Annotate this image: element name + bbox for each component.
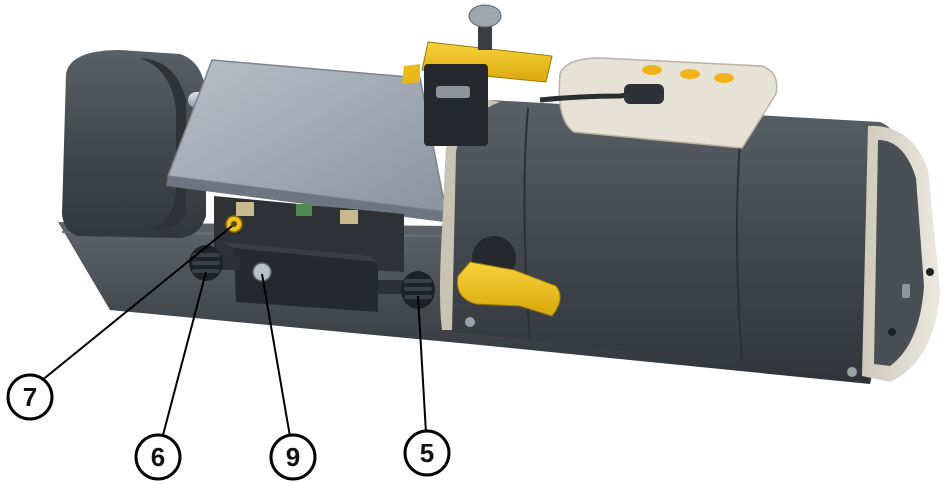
right-knob-shaft bbox=[378, 280, 408, 294]
callout-7-label: 7 bbox=[23, 382, 37, 412]
left-knob-grip-3 bbox=[192, 269, 220, 273]
left-end-block bbox=[62, 50, 206, 238]
callout-9: 9 bbox=[269, 433, 317, 481]
top-adjuster-knob[interactable] bbox=[468, 4, 502, 28]
right-knob-grip-1 bbox=[404, 279, 432, 283]
leader-line-7 bbox=[29, 225, 233, 391]
yellow-port-center bbox=[231, 221, 237, 227]
end-cap-usb bbox=[902, 284, 910, 298]
callout-9-label: 9 bbox=[286, 442, 300, 472]
carriage-green-part bbox=[296, 204, 312, 216]
right-knob[interactable] bbox=[378, 271, 435, 309]
callout-5: 5 bbox=[403, 429, 451, 477]
callout-7: 7 bbox=[6, 373, 54, 421]
carriage-screw[interactable] bbox=[252, 262, 272, 282]
leader-line-9 bbox=[261, 273, 294, 455]
carriage-front-block bbox=[234, 248, 378, 312]
left-knob-grip-2 bbox=[192, 261, 220, 265]
end-cap-port-2 bbox=[888, 328, 896, 336]
lock-lever-icon[interactable] bbox=[456, 261, 561, 317]
left-end-block-face bbox=[140, 58, 186, 230]
carriage-tan-block-1 bbox=[236, 202, 254, 216]
sample-plate-edge bbox=[166, 176, 446, 222]
leader-line-5 bbox=[417, 295, 428, 451]
right-knob-grip-2 bbox=[404, 287, 432, 291]
pendant-button-3[interactable] bbox=[714, 73, 734, 83]
base-screw-2 bbox=[847, 367, 857, 377]
carriage-tan-block-2 bbox=[340, 210, 358, 224]
callout-5-label: 5 bbox=[420, 438, 434, 468]
main-housing-front-band bbox=[440, 100, 500, 330]
base-screw-1 bbox=[465, 317, 475, 327]
cable-icon bbox=[539, 89, 649, 103]
pendant-button-1[interactable] bbox=[642, 65, 662, 75]
cable-plug bbox=[624, 84, 664, 104]
leader-line-6 bbox=[157, 271, 207, 455]
end-cap-port-1 bbox=[926, 268, 934, 276]
callout-6: 6 bbox=[134, 433, 182, 481]
callout-6-label: 6 bbox=[151, 442, 165, 472]
end-cap-inner bbox=[874, 140, 924, 366]
top-adjuster-stem bbox=[478, 22, 492, 50]
clamp-block bbox=[424, 64, 488, 146]
carriage-front-block-top bbox=[222, 242, 378, 262]
pendant-button-2[interactable] bbox=[680, 69, 700, 79]
yellow-clamp-tab bbox=[402, 64, 420, 84]
clamp-block-window bbox=[436, 86, 470, 98]
